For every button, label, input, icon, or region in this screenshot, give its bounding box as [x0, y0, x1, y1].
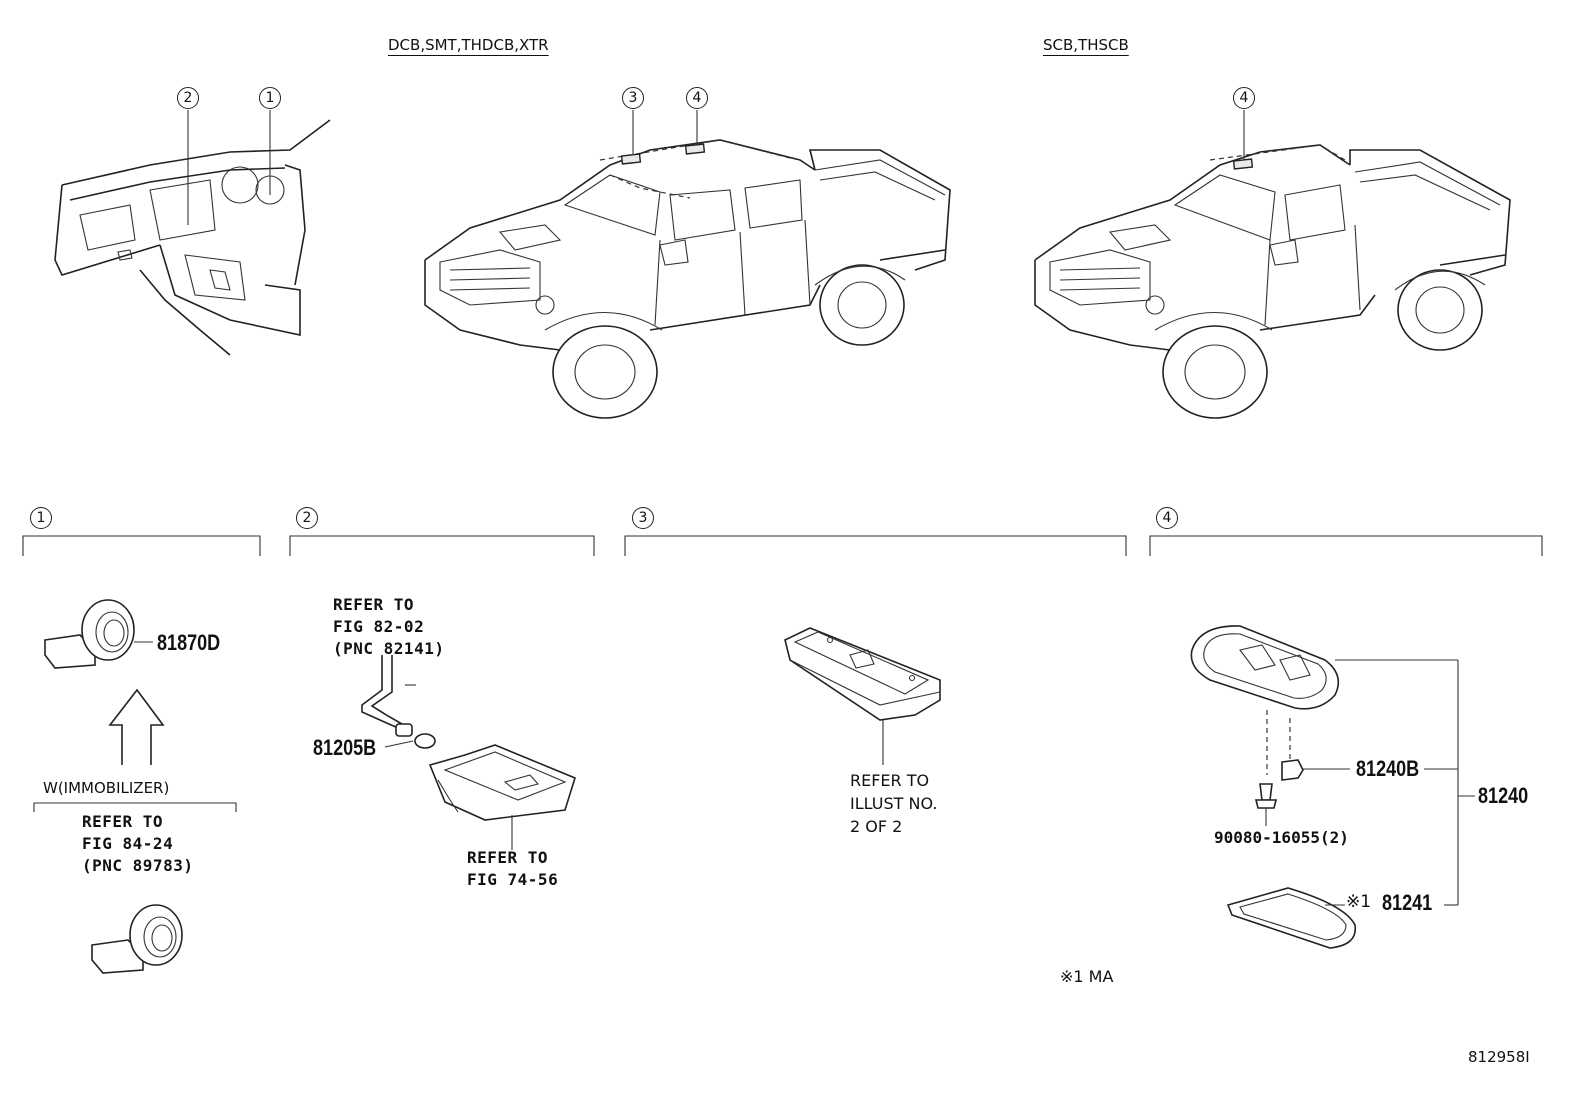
section-brackets — [22, 535, 1543, 812]
footnote-ma: ※1 MA — [1060, 967, 1114, 986]
section2-refer-top-line-1: REFER TO — [333, 595, 415, 614]
callout-1-dashboard: 1 — [259, 87, 281, 109]
part-number-90080-16055: 90080-16055(2) — [1214, 828, 1349, 847]
section3-refer-line-3: 2 OF 2 — [850, 817, 903, 836]
part-number-81240B: 81240B — [1356, 756, 1420, 781]
section-2-number: 2 — [296, 507, 318, 529]
section-4-number: 4 — [1156, 507, 1178, 529]
callout-4-double-cab: 4 — [686, 87, 708, 109]
dashboard-illustration — [54, 110, 331, 356]
section1-refer-line-3: (PNC 89783) — [82, 856, 194, 875]
lens-note-mark: ※1 — [1346, 892, 1372, 912]
section2-refer-top-line-3: (PNC 82141) — [333, 639, 445, 658]
section2-illustration — [361, 655, 576, 850]
section3-refer-line-1: REFER TO — [850, 771, 930, 790]
section2-refer-bottom-line-1: REFER TO — [467, 848, 549, 867]
section2-refer-top-line-2: FIG 82-02 — [333, 617, 425, 636]
section3-illustration — [784, 627, 941, 765]
callout-2-dashboard: 2 — [177, 87, 199, 109]
part-number-81870D: 81870D — [157, 630, 221, 655]
section3-refer-line-2: ILLUST NO. — [850, 794, 938, 813]
callout-3-double-cab: 3 — [622, 87, 644, 109]
callout-4-single-cab: 4 — [1233, 87, 1255, 109]
illustration-id: 812958I — [1468, 1048, 1530, 1066]
section1-refer-line-1: REFER TO — [82, 812, 164, 831]
section2-refer-bottom-line-2: FIG 74-56 — [467, 870, 559, 889]
section1-illustration — [44, 599, 183, 974]
part-number-81205B: 81205B — [313, 735, 377, 760]
section4-illustration — [1190, 625, 1475, 949]
part-number-81241: 81241 — [1382, 890, 1433, 915]
section-1-number: 1 — [30, 507, 52, 529]
section-3-number: 3 — [632, 507, 654, 529]
section1-refer-line-2: FIG 84-24 — [82, 834, 174, 853]
part-number-81240: 81240 — [1478, 783, 1529, 808]
single-cab-truck-illustration — [1034, 110, 1511, 419]
single-cab-models-header: SCB,THSCB — [1043, 36, 1129, 54]
double-cab-models-header: DCB,SMT,THDCB,XTR — [388, 36, 549, 54]
immobilizer-condition-label: W(IMMOBILIZER) — [43, 779, 170, 797]
double-cab-truck-illustration — [424, 110, 951, 419]
